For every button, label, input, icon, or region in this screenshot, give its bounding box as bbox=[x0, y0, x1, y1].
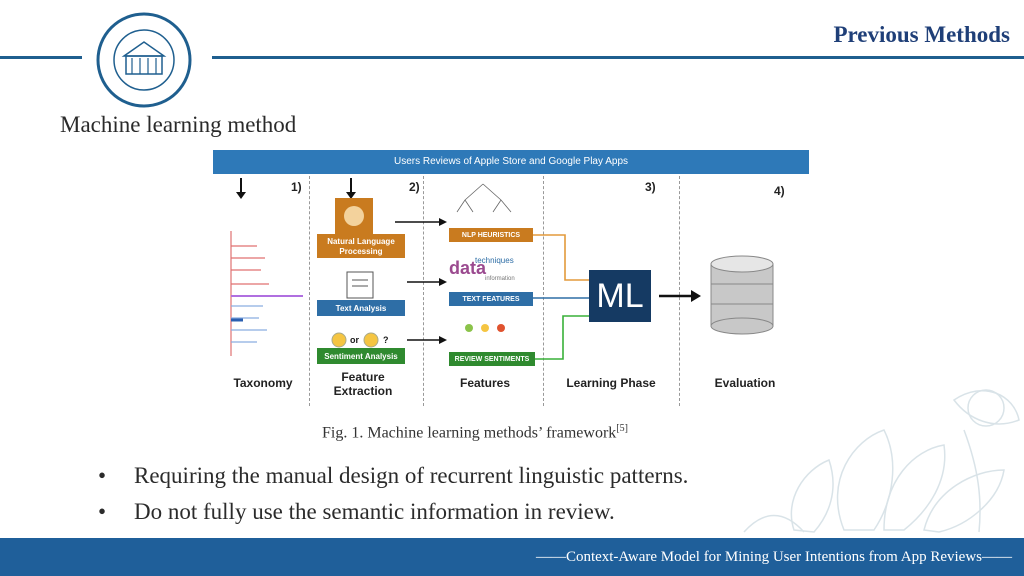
footer-text: ——Context-Aware Model for Mining User In… bbox=[535, 549, 1012, 565]
step-label: 1) bbox=[291, 180, 302, 194]
bullet-marker: • bbox=[98, 499, 107, 524]
wordcloud-data: data bbox=[449, 258, 487, 278]
step-label: 2) bbox=[409, 180, 420, 194]
step-label: 3) bbox=[645, 180, 656, 194]
column-label-taxonomy: Taxonomy bbox=[233, 376, 293, 390]
column-separator bbox=[309, 176, 310, 406]
review-sentiments-label: REVIEW SENTIMENTS bbox=[454, 356, 530, 363]
sentiment-or-text: or bbox=[350, 335, 359, 345]
sentiment-question-text: ? bbox=[383, 335, 389, 345]
figure-banner: Users Reviews of Apple Store and Google … bbox=[213, 150, 809, 174]
university-seal-icon bbox=[96, 12, 192, 108]
text-features-label: TEXT FEATURES bbox=[462, 296, 520, 303]
column-label-evaluation: Evaluation bbox=[714, 376, 776, 390]
column-label-learning-phase: Learning Phase bbox=[566, 376, 656, 390]
footer-bar: ——Context-Aware Model for Mining User In… bbox=[0, 538, 1024, 576]
framework-figure: Users Reviews of Apple Store and Google … bbox=[213, 150, 809, 412]
page-title: Previous Methods bbox=[833, 22, 1010, 47]
bullet-item: • Requiring the manual design of recurren… bbox=[98, 458, 688, 494]
caption-reference: [5] bbox=[616, 423, 628, 434]
column-label-feature-extraction: Feature Extraction bbox=[333, 370, 393, 398]
section-title: Machine learning method bbox=[60, 112, 297, 137]
wordcloud-information: information bbox=[485, 276, 515, 282]
bullet-item: • Do not fully use the semantic informati… bbox=[98, 494, 688, 530]
lotus-decoration bbox=[743, 389, 1020, 533]
step-label: 4) bbox=[774, 184, 785, 198]
header-rule-right bbox=[212, 56, 1024, 59]
text-analysis-box-label: Text Analysis bbox=[335, 304, 387, 313]
column-separator bbox=[543, 176, 544, 406]
nlp-heuristics-label: NLP HEURISTICS bbox=[461, 232, 521, 239]
sentiment-box-label: Sentiment Analysis bbox=[324, 352, 398, 361]
bullet-text: Do not fully use the semantic informatio… bbox=[134, 499, 615, 524]
bullet-text: Requiring the manual design of recurrent… bbox=[134, 463, 689, 488]
figure-graphics bbox=[230, 178, 774, 366]
caption-text: Fig. 1. Machine learning methods’ framew… bbox=[322, 424, 617, 442]
wordcloud-techniques: techniques bbox=[475, 256, 514, 265]
figure-caption: Fig. 1. Machine learning methods’ framew… bbox=[322, 423, 628, 442]
ml-box: ML bbox=[589, 270, 651, 322]
column-label-features: Features bbox=[459, 376, 511, 390]
bullet-marker: • bbox=[98, 463, 107, 488]
column-separator bbox=[679, 176, 680, 406]
nlp-box-label: Natural Language Processing bbox=[327, 237, 395, 256]
header-rule-left bbox=[0, 56, 82, 59]
bullet-list: • Requiring the manual design of recurren… bbox=[98, 458, 688, 530]
column-separator bbox=[423, 176, 424, 406]
